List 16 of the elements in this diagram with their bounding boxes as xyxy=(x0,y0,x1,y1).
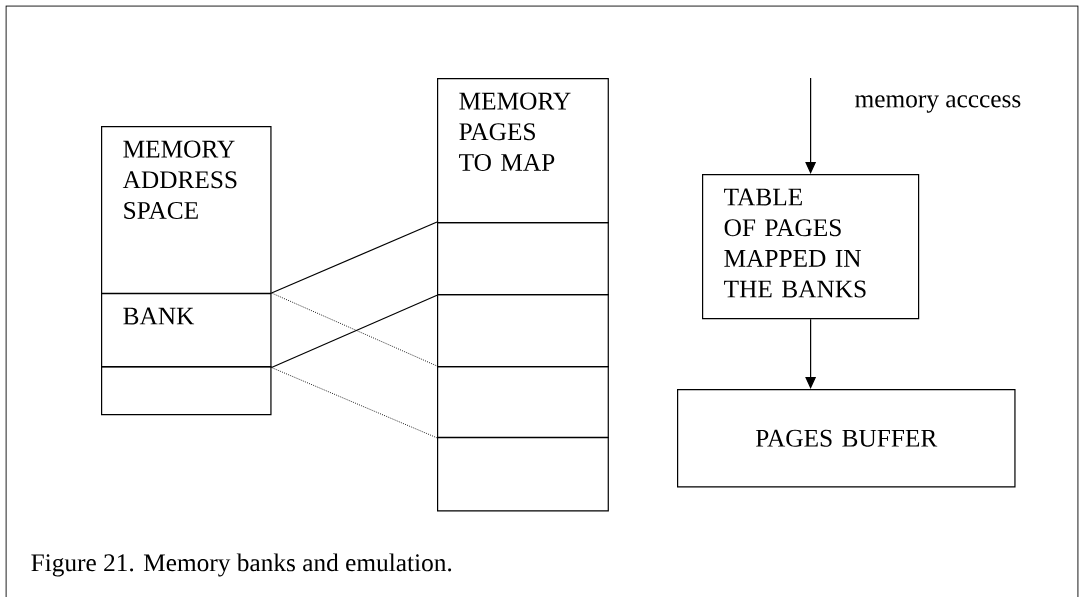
arrow xyxy=(805,77,817,174)
caption: Figure 21. Memory banks and emulation. xyxy=(31,553,452,577)
connector-line xyxy=(270,221,438,294)
memory-segment-box xyxy=(437,294,609,368)
text-box: TABLE OF PAGES MAPPED IN THE BANKS xyxy=(702,174,920,320)
memory-segment-box xyxy=(437,366,609,438)
text-box: MEMORY ADDRESS SPACE xyxy=(101,126,272,294)
memory-segment-box xyxy=(437,222,609,296)
memory-segment-box xyxy=(437,437,609,512)
text-box: MEMORY PAGES TO MAP xyxy=(437,78,609,224)
arrow xyxy=(805,318,817,389)
text-box: BANK xyxy=(101,293,272,368)
edge-label: memory acccess xyxy=(853,93,1023,115)
connector-line xyxy=(271,367,438,439)
memory-segment-box xyxy=(101,366,272,416)
text-box: PAGES BUFFER xyxy=(677,389,1016,488)
